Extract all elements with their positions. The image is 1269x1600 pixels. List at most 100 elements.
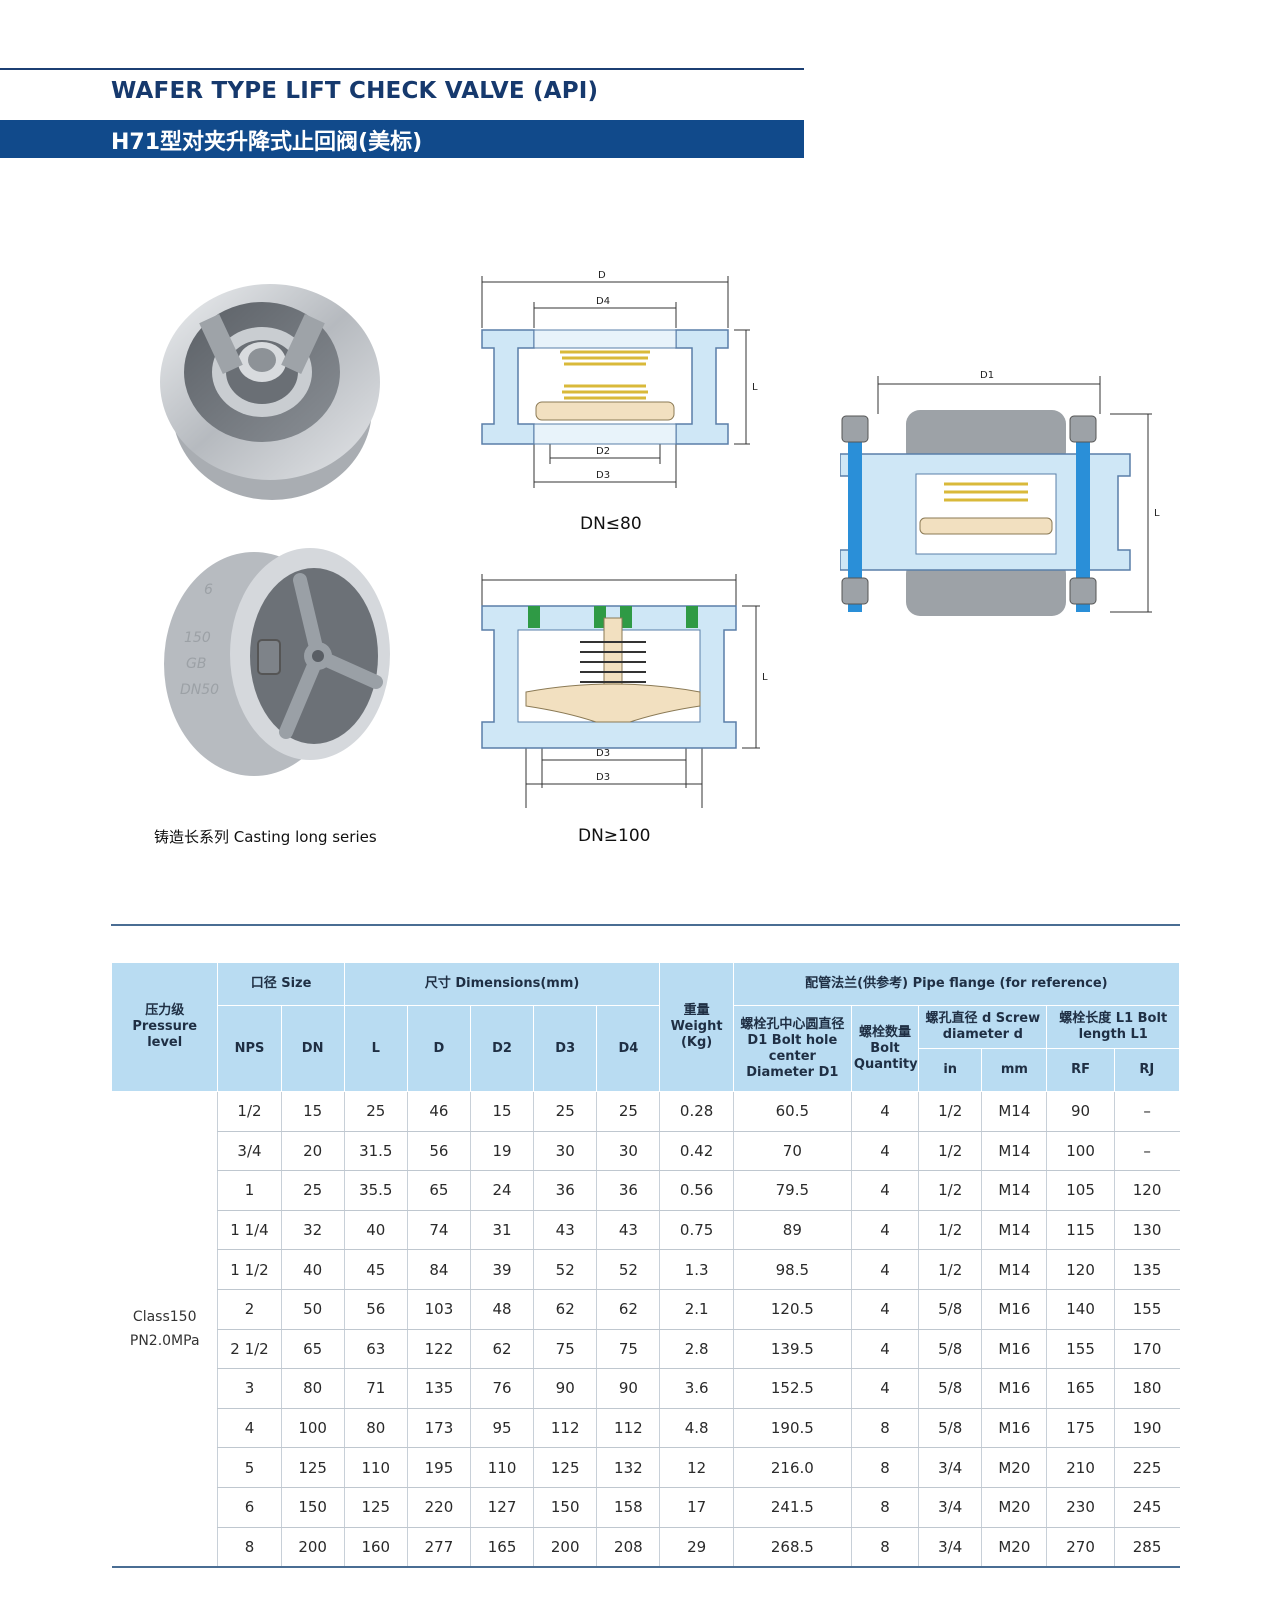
cell-d4: 62 (596, 1289, 660, 1330)
cell-rj: – (1113, 1091, 1180, 1132)
cell-d3: 36 (533, 1170, 597, 1211)
casting-mark-6: 6 (204, 582, 213, 598)
cell-d4: 36 (596, 1170, 660, 1211)
cell-d1: 268.5 (732, 1527, 852, 1569)
cell-qty: 4 (850, 1091, 919, 1132)
cell-qty: 8 (850, 1447, 919, 1488)
casting-mark-gb: GB (186, 656, 206, 672)
cell-d3: 52 (533, 1249, 597, 1290)
cell-d: 56 (406, 1131, 471, 1172)
cell-in: 3/4 (918, 1447, 982, 1488)
cell-l: 35.5 (343, 1170, 408, 1211)
cell-rf: 230 (1046, 1487, 1115, 1528)
cell-rf: 155 (1046, 1329, 1115, 1370)
cell-weight: 4.8 (659, 1408, 734, 1449)
cell-mm: M16 (981, 1289, 1047, 1330)
header-bolt-hole-d1: 螺栓孔中心圆直径D1 Bolt hole center Diameter D1 (732, 1005, 852, 1092)
cell-dn: 25 (280, 1170, 345, 1211)
cell-d: 65 (406, 1170, 471, 1211)
cell-nps: 1 (217, 1170, 282, 1211)
cell-mm: M16 (981, 1408, 1047, 1449)
cell-d4: 158 (596, 1487, 660, 1528)
cell-nps: 3/4 (217, 1131, 282, 1172)
cell-d3: 112 (533, 1408, 597, 1449)
dim-label-d3-outer: D3 (596, 772, 610, 783)
header-l: L (343, 1005, 408, 1092)
dim-label-d4: D4 (596, 296, 610, 307)
dim-label-d2: D2 (596, 446, 610, 457)
photo-lift-valve (160, 284, 380, 500)
cell-d2: 110 (469, 1447, 534, 1488)
cell-dn: 20 (280, 1131, 345, 1172)
cell-mm: M14 (981, 1131, 1047, 1172)
header-pressure-level: 压力级 Pressure level (112, 962, 219, 1092)
cell-d3: 30 (533, 1131, 597, 1172)
cell-d1: 70 (732, 1131, 852, 1172)
cell-mm: M14 (981, 1210, 1047, 1251)
header-nps: NPS (217, 1005, 282, 1092)
title-english: WAFER TYPE LIFT CHECK VALVE (API) (111, 78, 599, 104)
cell-d1: 79.5 (732, 1170, 852, 1211)
cell-d2: 31 (469, 1210, 534, 1251)
caption-casting-long-series: 铸造长系列 Casting long series (154, 828, 377, 846)
cell-d: 195 (406, 1447, 471, 1488)
cell-nps: 1/2 (217, 1091, 282, 1132)
cell-d3: 62 (533, 1289, 597, 1330)
cell-nps: 1 1/4 (217, 1210, 282, 1251)
cell-d1: 60.5 (732, 1091, 852, 1132)
cell-d: 103 (406, 1289, 471, 1330)
cell-l: 110 (343, 1447, 408, 1488)
cell-in: 1/2 (918, 1249, 982, 1290)
cell-rj: 155 (1113, 1289, 1180, 1330)
cell-d4: 75 (596, 1329, 660, 1370)
cell-d3: 75 (533, 1329, 597, 1370)
cell-l: 45 (343, 1249, 408, 1290)
cell-in: 1/2 (918, 1210, 982, 1251)
drawing-dn80: D D4 D2 D3 L (481, 270, 758, 488)
dim-label-d1: D1 (980, 370, 994, 381)
title-chinese: H71型对夹升降式止回阀(美标) (111, 130, 423, 155)
cell-rj: 130 (1113, 1210, 1180, 1251)
cell-l: 80 (343, 1408, 408, 1449)
section-rule (111, 924, 1180, 926)
cell-qty: 4 (850, 1131, 919, 1172)
dim-label-l: L (752, 382, 758, 393)
cell-qty: 8 (850, 1487, 919, 1528)
header-dn: DN (280, 1005, 345, 1092)
cell-d: 173 (406, 1408, 471, 1449)
cell-d3: 150 (533, 1487, 597, 1528)
cell-rj: 120 (1113, 1170, 1180, 1211)
cell-l: 71 (343, 1368, 408, 1409)
cell-dn: 40 (280, 1249, 345, 1290)
cell-d: 84 (406, 1249, 471, 1290)
cell-in: 3/4 (918, 1487, 982, 1528)
cell-d4: 43 (596, 1210, 660, 1251)
cell-d4: 30 (596, 1131, 660, 1172)
cell-nps: 4 (217, 1408, 282, 1449)
cell-l: 125 (343, 1487, 408, 1528)
cell-weight: 0.75 (659, 1210, 734, 1251)
cell-d1: 139.5 (732, 1329, 852, 1370)
cell-weight: 12 (659, 1447, 734, 1488)
cell-nps: 3 (217, 1368, 282, 1409)
cell-d: 122 (406, 1329, 471, 1370)
cell-d1: 89 (732, 1210, 852, 1251)
cell-mm: M16 (981, 1329, 1047, 1370)
cell-nps: 2 1/2 (217, 1329, 282, 1370)
cell-dn: 100 (280, 1408, 345, 1449)
dim-label-d-large: D (598, 572, 606, 573)
cell-in: 5/8 (918, 1329, 982, 1370)
cell-d2: 39 (469, 1249, 534, 1290)
cell-d: 220 (406, 1487, 471, 1528)
cell-in: 1/2 (918, 1170, 982, 1211)
cell-d2: 19 (469, 1131, 534, 1172)
cell-dn: 32 (280, 1210, 345, 1251)
cell-l: 31.5 (343, 1131, 408, 1172)
cell-nps: 8 (217, 1527, 282, 1569)
